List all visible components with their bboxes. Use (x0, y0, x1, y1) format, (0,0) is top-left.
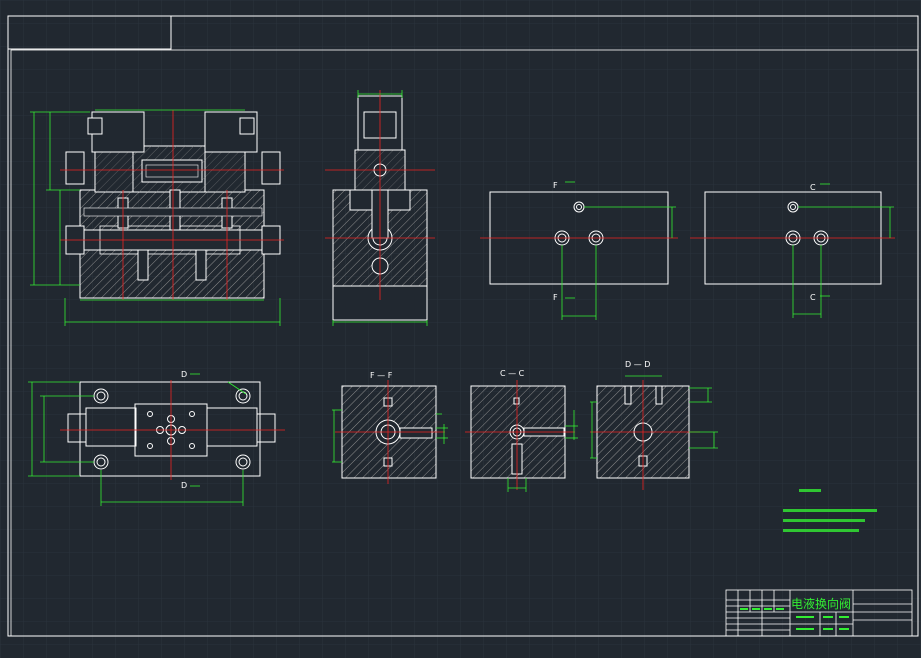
side-view-dimensions (332, 90, 428, 326)
section-dd-dimensions (590, 375, 718, 459)
code-box (7, 15, 172, 50)
label-c-bottom: C (810, 293, 816, 302)
top-view-centerlines (60, 380, 285, 480)
front-view-centerlines (60, 110, 284, 300)
title-block-illegible-cells (740, 608, 849, 630)
label-d-bottom: D (181, 481, 187, 490)
section-ff-centerlines (335, 380, 445, 484)
section-ff-dimensions (332, 409, 448, 463)
label-c-top: C (810, 183, 816, 192)
section-dd-centerlines (590, 380, 700, 490)
front-view (65, 111, 281, 299)
inner-border (10, 49, 919, 637)
technical-notes (783, 489, 877, 532)
label-section-dd: D — D (625, 360, 650, 369)
label-d-top: D (181, 370, 187, 379)
title-block (725, 589, 913, 637)
drawing-title: 电液换向阀 (791, 596, 851, 611)
front-view-dimensions (30, 109, 281, 326)
top-view-dimensions (28, 373, 247, 506)
side-view-centerlines (325, 90, 435, 300)
label-section-ff: F — F (370, 371, 393, 380)
label-f-top: F (553, 181, 558, 190)
label-f-bottom: F (553, 293, 558, 302)
section-cc-centerlines (465, 380, 575, 490)
label-section-cc: C — C (500, 369, 525, 378)
section-cc-dimensions (507, 410, 578, 492)
base-plate-c-dimensions (792, 183, 894, 318)
base-plate-f-dimensions (561, 181, 676, 320)
